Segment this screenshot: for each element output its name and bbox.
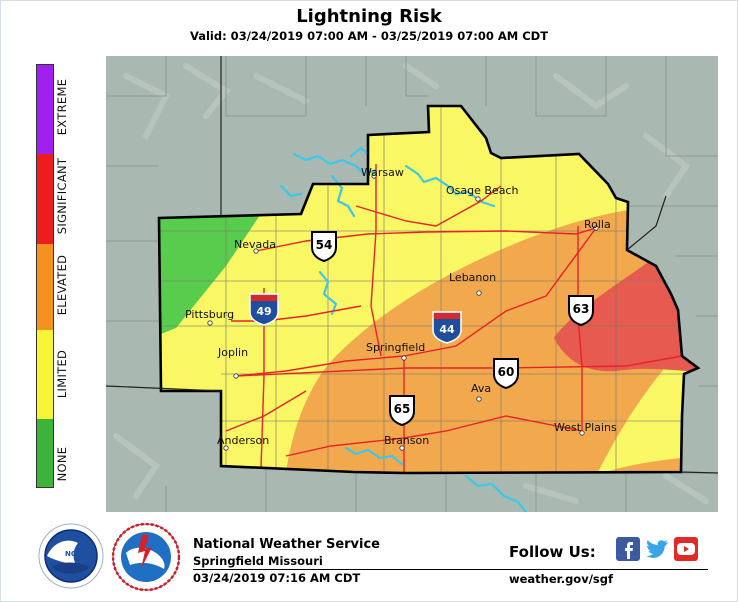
svg-text:44: 44 bbox=[439, 323, 455, 336]
valid-time: Valid: 03/24/2019 07:00 AM - 03/25/2019 … bbox=[189, 29, 549, 43]
youtube-icon[interactable] bbox=[674, 537, 698, 561]
outer-county-lines bbox=[106, 56, 718, 512]
city-label: Osage Beach bbox=[446, 184, 518, 197]
follow-us-label: Follow Us: bbox=[509, 543, 596, 561]
office-name: National Weather Service bbox=[193, 537, 380, 552]
facebook-icon[interactable] bbox=[616, 537, 640, 561]
nws-logo bbox=[112, 523, 180, 591]
svg-text:60: 60 bbox=[498, 365, 515, 379]
legend-swatch-none bbox=[37, 419, 53, 487]
legend-swatch-extreme bbox=[37, 65, 53, 154]
legend-swatch-limited bbox=[37, 330, 53, 419]
city-dots bbox=[207, 173, 599, 451]
risk-map: Warsaw Osage Beach Rolla Nevada Lebanon … bbox=[106, 56, 718, 512]
footer-divider bbox=[193, 569, 708, 570]
legend-swatch-significant bbox=[37, 154, 53, 244]
city-label: Warsaw bbox=[361, 166, 404, 179]
risk-legend bbox=[36, 64, 54, 488]
svg-text:63: 63 bbox=[573, 302, 590, 316]
city-label: Branson bbox=[384, 434, 429, 447]
us-route-65-shield: 65 bbox=[389, 395, 415, 427]
twitter-icon[interactable] bbox=[644, 537, 668, 561]
legend-swatch-elevated bbox=[37, 244, 53, 330]
city-label: Ava bbox=[471, 382, 491, 395]
svg-text:NOAA: NOAA bbox=[65, 550, 88, 558]
county-lines bbox=[159, 106, 682, 473]
interstate-44-shield: 44 bbox=[432, 311, 462, 344]
office-location: Springfield Missouri bbox=[193, 554, 323, 568]
map-title: Lightning Risk bbox=[296, 6, 442, 27]
website-link[interactable]: weather.gov/sgf bbox=[509, 572, 613, 586]
svg-text:65: 65 bbox=[394, 402, 411, 416]
city-label: Springfield bbox=[366, 341, 425, 354]
city-label: Rolla bbox=[584, 218, 611, 231]
city-label: Pittsburg bbox=[185, 308, 234, 321]
cwa-boundary bbox=[157, 104, 701, 475]
us-route-60-shield: 60 bbox=[493, 358, 519, 390]
issued-timestamp: 03/24/2019 07:16 AM CDT bbox=[193, 571, 361, 585]
state-lines bbox=[106, 56, 718, 474]
city-label: Anderson bbox=[217, 434, 269, 447]
us-route-54-shield: 54 bbox=[311, 231, 337, 263]
city-label: Joplin bbox=[217, 346, 248, 359]
interstate-49-shield: 49 bbox=[249, 293, 279, 326]
city-label: West Plains bbox=[554, 421, 617, 434]
svg-text:49: 49 bbox=[256, 305, 271, 318]
city-label: Lebanon bbox=[449, 271, 496, 284]
noaa-logo: NOAA bbox=[38, 523, 104, 589]
us-route-63-shield: 63 bbox=[568, 295, 594, 327]
svg-text:54: 54 bbox=[316, 238, 333, 252]
city-label: Nevada bbox=[234, 238, 276, 251]
